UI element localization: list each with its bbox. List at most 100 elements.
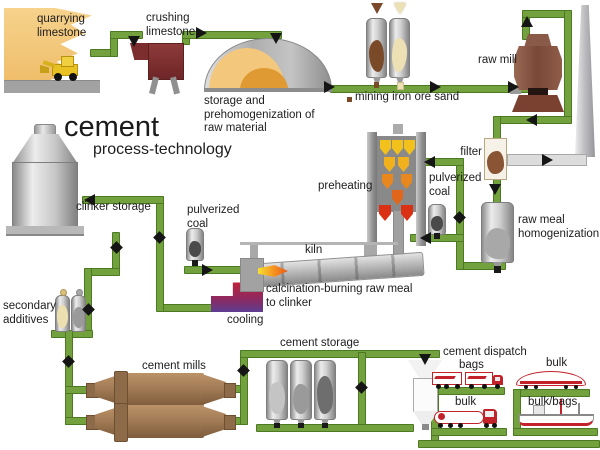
arrow-main-1	[324, 81, 335, 93]
cyclone-6	[382, 174, 393, 189]
arrow-main-2	[430, 81, 441, 93]
raw-meal-tip	[494, 266, 501, 273]
arrow-crusher-dome	[196, 27, 207, 39]
raw-mill-skirt	[512, 95, 564, 112]
iron-ore-spout	[373, 77, 381, 83]
cement-storage-fill-2	[293, 384, 309, 414]
cement-storage-fill-1	[269, 382, 285, 414]
label-cement-storage: cement storage	[280, 337, 360, 349]
arrow-coal-left	[202, 264, 213, 276]
storage-dome-pile	[240, 68, 288, 90]
arrow-filter-homog	[489, 184, 501, 195]
storage-dome-base	[204, 88, 332, 92]
cement-mill-1	[86, 371, 236, 410]
coal-fill-preheater	[431, 216, 443, 231]
dispatch-shelf-bags	[431, 387, 505, 395]
arrow-to-filter	[526, 114, 537, 126]
label-cement-mills: cement mills	[142, 360, 206, 372]
pipe-mills-feed-v	[65, 330, 73, 425]
pipe-rawmill-right	[564, 10, 572, 124]
wheel-loader-icon	[40, 52, 90, 82]
label-dispatch-bags: bags	[459, 359, 484, 371]
page-subtitle: process-technology	[93, 141, 232, 158]
clinker-silo-base	[6, 226, 84, 236]
dispatch-bottom-rail	[418, 440, 600, 448]
pipe-cementstorage-top	[240, 350, 440, 358]
filter-dust	[487, 151, 504, 174]
label-raw-mill: raw mill	[478, 54, 517, 66]
pipe-filter-in	[493, 116, 501, 140]
cyclone-1	[380, 140, 391, 155]
raw-mill-icon	[514, 46, 562, 90]
preheater-column-left	[367, 132, 377, 246]
label-dispatch-bulk-bags: bulk/bags	[528, 396, 578, 408]
additive-knob-2	[76, 289, 83, 296]
pipe-coal-left	[184, 266, 248, 274]
additive-knob-1	[60, 289, 67, 296]
additive-fill-2	[73, 307, 84, 328]
cyclone-9	[379, 205, 391, 221]
iron-ore-drip	[374, 82, 379, 88]
label-cooling: cooling	[227, 314, 264, 326]
label-kiln: kiln	[305, 244, 323, 256]
bags-truck-icon	[432, 371, 504, 389]
label-storage-prehomogenization: storage and prehomogenization of raw mat…	[204, 95, 315, 135]
quarry-ground	[4, 80, 100, 93]
bulk-tanker-truck-icon	[434, 407, 502, 428]
coal-fill-kiln	[189, 241, 201, 257]
arrow-coal-right	[420, 232, 431, 244]
bulk-bags-ship-icon	[519, 398, 595, 428]
dispatch-shelf-truck	[431, 428, 507, 436]
preheater-top-stub	[393, 124, 403, 134]
cyclone-4	[384, 157, 395, 172]
label-pulverized-coal-preheater: pulverized coal	[429, 172, 482, 198]
label-preheating: preheating	[318, 180, 373, 192]
arrow-main-3	[508, 81, 519, 93]
cement-storage-spout-1	[273, 419, 281, 424]
label-quarrying-limestone: quarrying limestone	[37, 13, 87, 39]
raw-mill-band	[528, 88, 548, 95]
preheater-column-right	[416, 132, 426, 246]
label-mining-iron-ore-sand: mining iron ore sand	[355, 91, 460, 103]
cement-storage-fill-3	[317, 376, 333, 414]
clinker-silo-body	[12, 162, 78, 228]
label-secondary-additives: secondary additives	[3, 300, 57, 326]
bulk-rail-wagon-icon	[516, 371, 586, 389]
arrow-into-crusher	[128, 36, 140, 47]
cyclone-8	[392, 190, 403, 205]
raw-meal-fill	[485, 228, 510, 259]
kiln-hood	[240, 258, 264, 292]
arrow-rawmill-up	[521, 16, 533, 27]
coal-tip-kiln	[192, 260, 198, 266]
sand-spout	[396, 77, 404, 83]
cyclone-5	[398, 157, 409, 172]
arrow-into-dome	[270, 33, 282, 44]
arrow-duct-chimney	[542, 154, 553, 166]
cyclone-7	[401, 174, 412, 189]
cement-storage-spout-3	[321, 419, 329, 424]
mining-bullet	[347, 97, 352, 102]
page-title: cement	[64, 111, 160, 143]
label-clinker-storage: clinker storage	[76, 201, 151, 213]
sand-in-arrow	[394, 3, 406, 14]
raw-mill-cup	[524, 34, 552, 48]
sand-drip	[397, 82, 404, 90]
additive-fill-1	[57, 305, 68, 328]
arrow-into-separator	[419, 354, 431, 365]
coal-tip-preheater	[434, 233, 440, 239]
label-filter: filter	[460, 146, 482, 158]
cement-storage-spout-2	[297, 419, 305, 424]
kiln-support-left	[250, 245, 258, 263]
dispatch-shelf-ship	[513, 428, 598, 436]
arrow-preheater-feed	[424, 156, 435, 168]
crusher-icon	[148, 43, 184, 80]
pipe-clinker-h	[82, 196, 164, 204]
kiln-frame	[240, 242, 398, 245]
iron-ore-fill	[369, 40, 384, 72]
chimney-icon	[575, 5, 595, 157]
label-crushing-limestone: crushing limestone	[146, 12, 196, 38]
label-cement-dispatch: cement dispatch	[443, 346, 527, 358]
cement-storage-tip-1	[274, 423, 280, 428]
cyclone-10	[401, 205, 413, 221]
